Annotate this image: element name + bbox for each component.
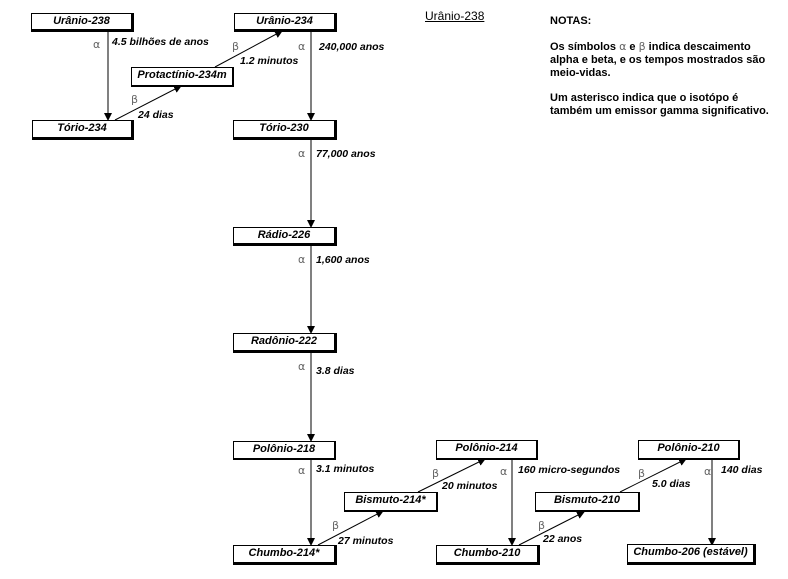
- beta-symbol: β: [638, 467, 646, 480]
- arrow-th234-pa234m: [114, 85, 182, 121]
- half-life-label: 1.2 minutos: [240, 55, 299, 67]
- beta-symbol: β: [538, 519, 546, 532]
- alpha-symbol: α: [298, 464, 306, 477]
- alpha-symbol: α: [298, 360, 306, 373]
- node-torio-234: Tório-234: [32, 120, 134, 140]
- half-life-label: 3.8 dias: [316, 365, 355, 377]
- alpha-symbol: α: [298, 253, 306, 266]
- beta-symbol: β: [131, 93, 139, 106]
- node-radio-226: Rádio-226: [233, 227, 337, 246]
- half-life-label: 22 anos: [543, 533, 583, 545]
- half-life-label: 5.0 dias: [652, 478, 691, 490]
- node-polonio-214: Polônio-214: [436, 440, 538, 460]
- half-life-label: 1,600 anos: [316, 254, 370, 266]
- beta-symbol: β: [232, 40, 240, 53]
- alpha-symbol: α: [93, 38, 101, 51]
- notes-heading: NOTAS:: [550, 15, 592, 27]
- node-chumbo-206: Chumbo-206 (estável): [627, 544, 756, 565]
- node-chumbo-214: Chumbo-214*: [233, 545, 337, 565]
- notes-paragraph-asterisk: Um asterisco indica que o isotópo é tamb…: [550, 92, 769, 117]
- half-life-label: 3.1 minutos: [316, 463, 375, 475]
- node-torio-230: Tório-230: [233, 120, 337, 140]
- arrow-pb210-bi210: [518, 511, 585, 546]
- node-bismuto-210: Bismuto-210: [535, 492, 640, 512]
- node-uranio-234: Urânio-234: [234, 13, 337, 32]
- node-polonio-218: Polônio-218: [233, 441, 336, 460]
- beta-symbol: β: [332, 519, 340, 532]
- node-radonio-222: Radônio-222: [233, 333, 337, 353]
- beta-symbol: β: [432, 467, 440, 480]
- alpha-symbol: α: [619, 40, 627, 53]
- half-life-label: 4.5 bilhões de anos: [112, 36, 209, 48]
- alpha-symbol: α: [298, 147, 306, 160]
- half-life-label: 27 minutos: [338, 535, 394, 547]
- node-polonio-210: Polônio-210: [638, 440, 740, 460]
- half-life-label: 160 micro-segundos: [518, 464, 621, 476]
- node-uranio-238: Urânio-238: [31, 13, 134, 32]
- arrow-bi214-po214: [417, 458, 486, 493]
- arrow-pa234m-u234: [214, 30, 283, 68]
- alpha-symbol: α: [704, 465, 712, 478]
- half-life-label: 77,000 anos: [316, 148, 376, 160]
- half-life-label: 20 minutos: [442, 480, 498, 492]
- notes-panel: NOTAS: Os símbolos α e β indica descaime…: [550, 15, 780, 130]
- half-life-label: 140 dias: [721, 464, 763, 476]
- alpha-symbol: α: [500, 465, 508, 478]
- notes-text: Os símbolos: [550, 41, 620, 53]
- node-bismuto-214: Bismuto-214*: [344, 492, 438, 512]
- node-chumbo-210: Chumbo-210: [436, 545, 540, 565]
- half-life-label: 240,000 anos: [319, 41, 385, 53]
- notes-text: indica descaimento alpha e beta, e os te…: [550, 41, 766, 79]
- half-life-label: 24 dias: [138, 109, 174, 121]
- alpha-symbol: α: [298, 40, 306, 53]
- arrow-pb214-bi214: [317, 510, 384, 546]
- notes-text: e: [626, 41, 639, 53]
- notes-paragraph-symbols: Os símbolos α e β indica descaimento alp…: [550, 40, 780, 80]
- node-protactinio-234m: Protactínio-234m: [131, 67, 234, 87]
- diagram-title-link[interactable]: Urânio-238: [425, 9, 485, 23]
- arrow-bi210-po210: [619, 458, 687, 493]
- beta-symbol: β: [638, 40, 646, 53]
